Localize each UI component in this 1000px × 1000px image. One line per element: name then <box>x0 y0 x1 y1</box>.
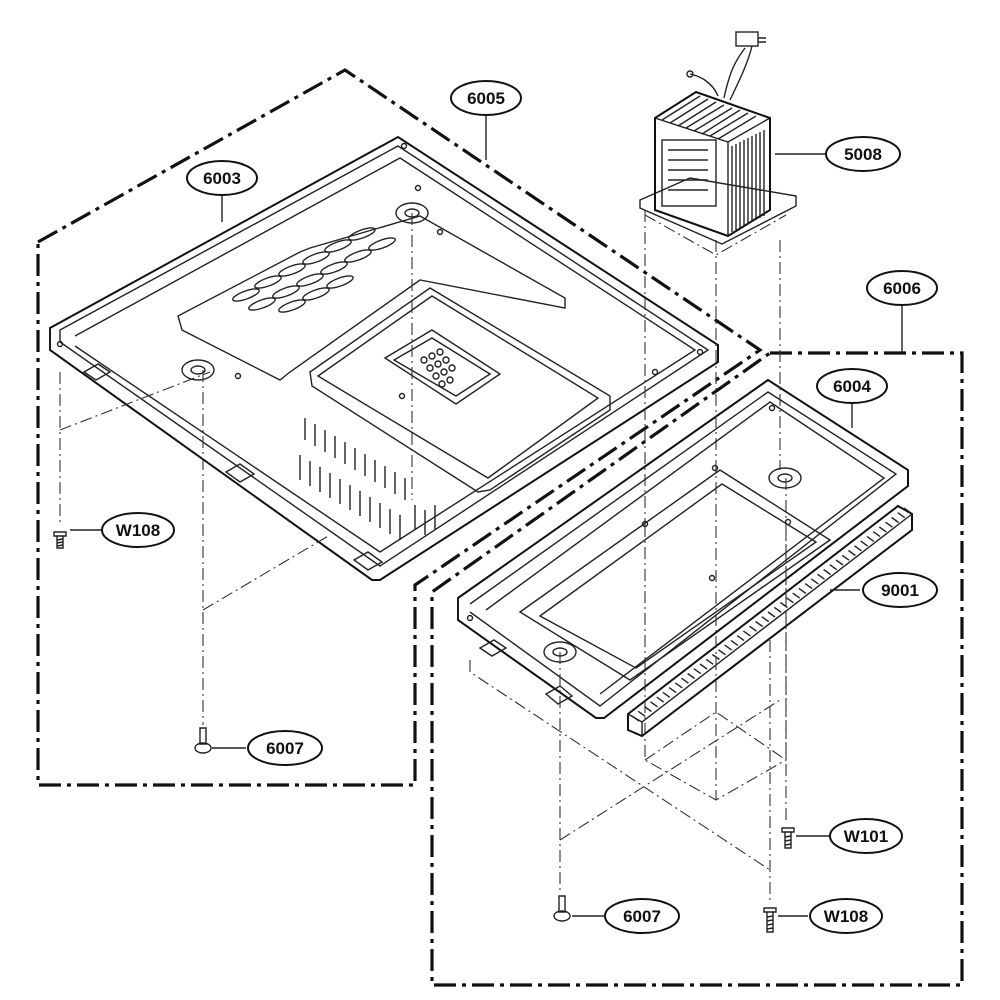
callout-label: 5008 <box>844 145 882 164</box>
callout-6006[interactable]: 6006 <box>866 270 938 306</box>
callout-label: 9001 <box>881 581 919 600</box>
group-outline-6006 <box>430 351 964 987</box>
callout-w108-right[interactable]: W108 <box>809 898 883 934</box>
callout-6003[interactable]: 6003 <box>186 160 258 196</box>
callout-label: 6006 <box>883 279 921 298</box>
callout-6007-right[interactable]: 6007 <box>604 898 680 934</box>
callout-label: W101 <box>844 827 888 846</box>
base-plate <box>49 135 719 581</box>
callout-w108-left[interactable]: W108 <box>101 512 175 548</box>
screw-w101 <box>781 827 795 849</box>
callout-label: 6004 <box>833 377 871 396</box>
gasket-strip <box>627 504 913 738</box>
group-outline-6005 <box>36 68 763 787</box>
callout-w101[interactable]: W101 <box>829 818 903 854</box>
callout-6005[interactable]: 6005 <box>450 80 522 116</box>
callout-label: W108 <box>116 521 160 540</box>
assembly-lines <box>59 210 787 900</box>
callout-label: W108 <box>824 907 868 926</box>
callout-6007-left[interactable]: 6007 <box>247 730 323 766</box>
callout-label: 6007 <box>623 907 661 926</box>
sub-base-plate <box>457 378 909 719</box>
screw-6007-left <box>194 727 212 754</box>
transformer-part <box>639 31 797 245</box>
callout-6004[interactable]: 6004 <box>816 368 888 404</box>
screw-w108-right <box>763 907 777 933</box>
leader-lines <box>70 116 903 917</box>
callout-9001[interactable]: 9001 <box>862 572 938 608</box>
callout-5008[interactable]: 5008 <box>825 136 901 172</box>
callout-label: 6005 <box>467 89 505 108</box>
screw-w108-left <box>53 531 67 549</box>
callout-label: 6007 <box>266 739 304 758</box>
callout-label: 6003 <box>203 169 241 188</box>
screw-6007-right <box>553 895 571 922</box>
